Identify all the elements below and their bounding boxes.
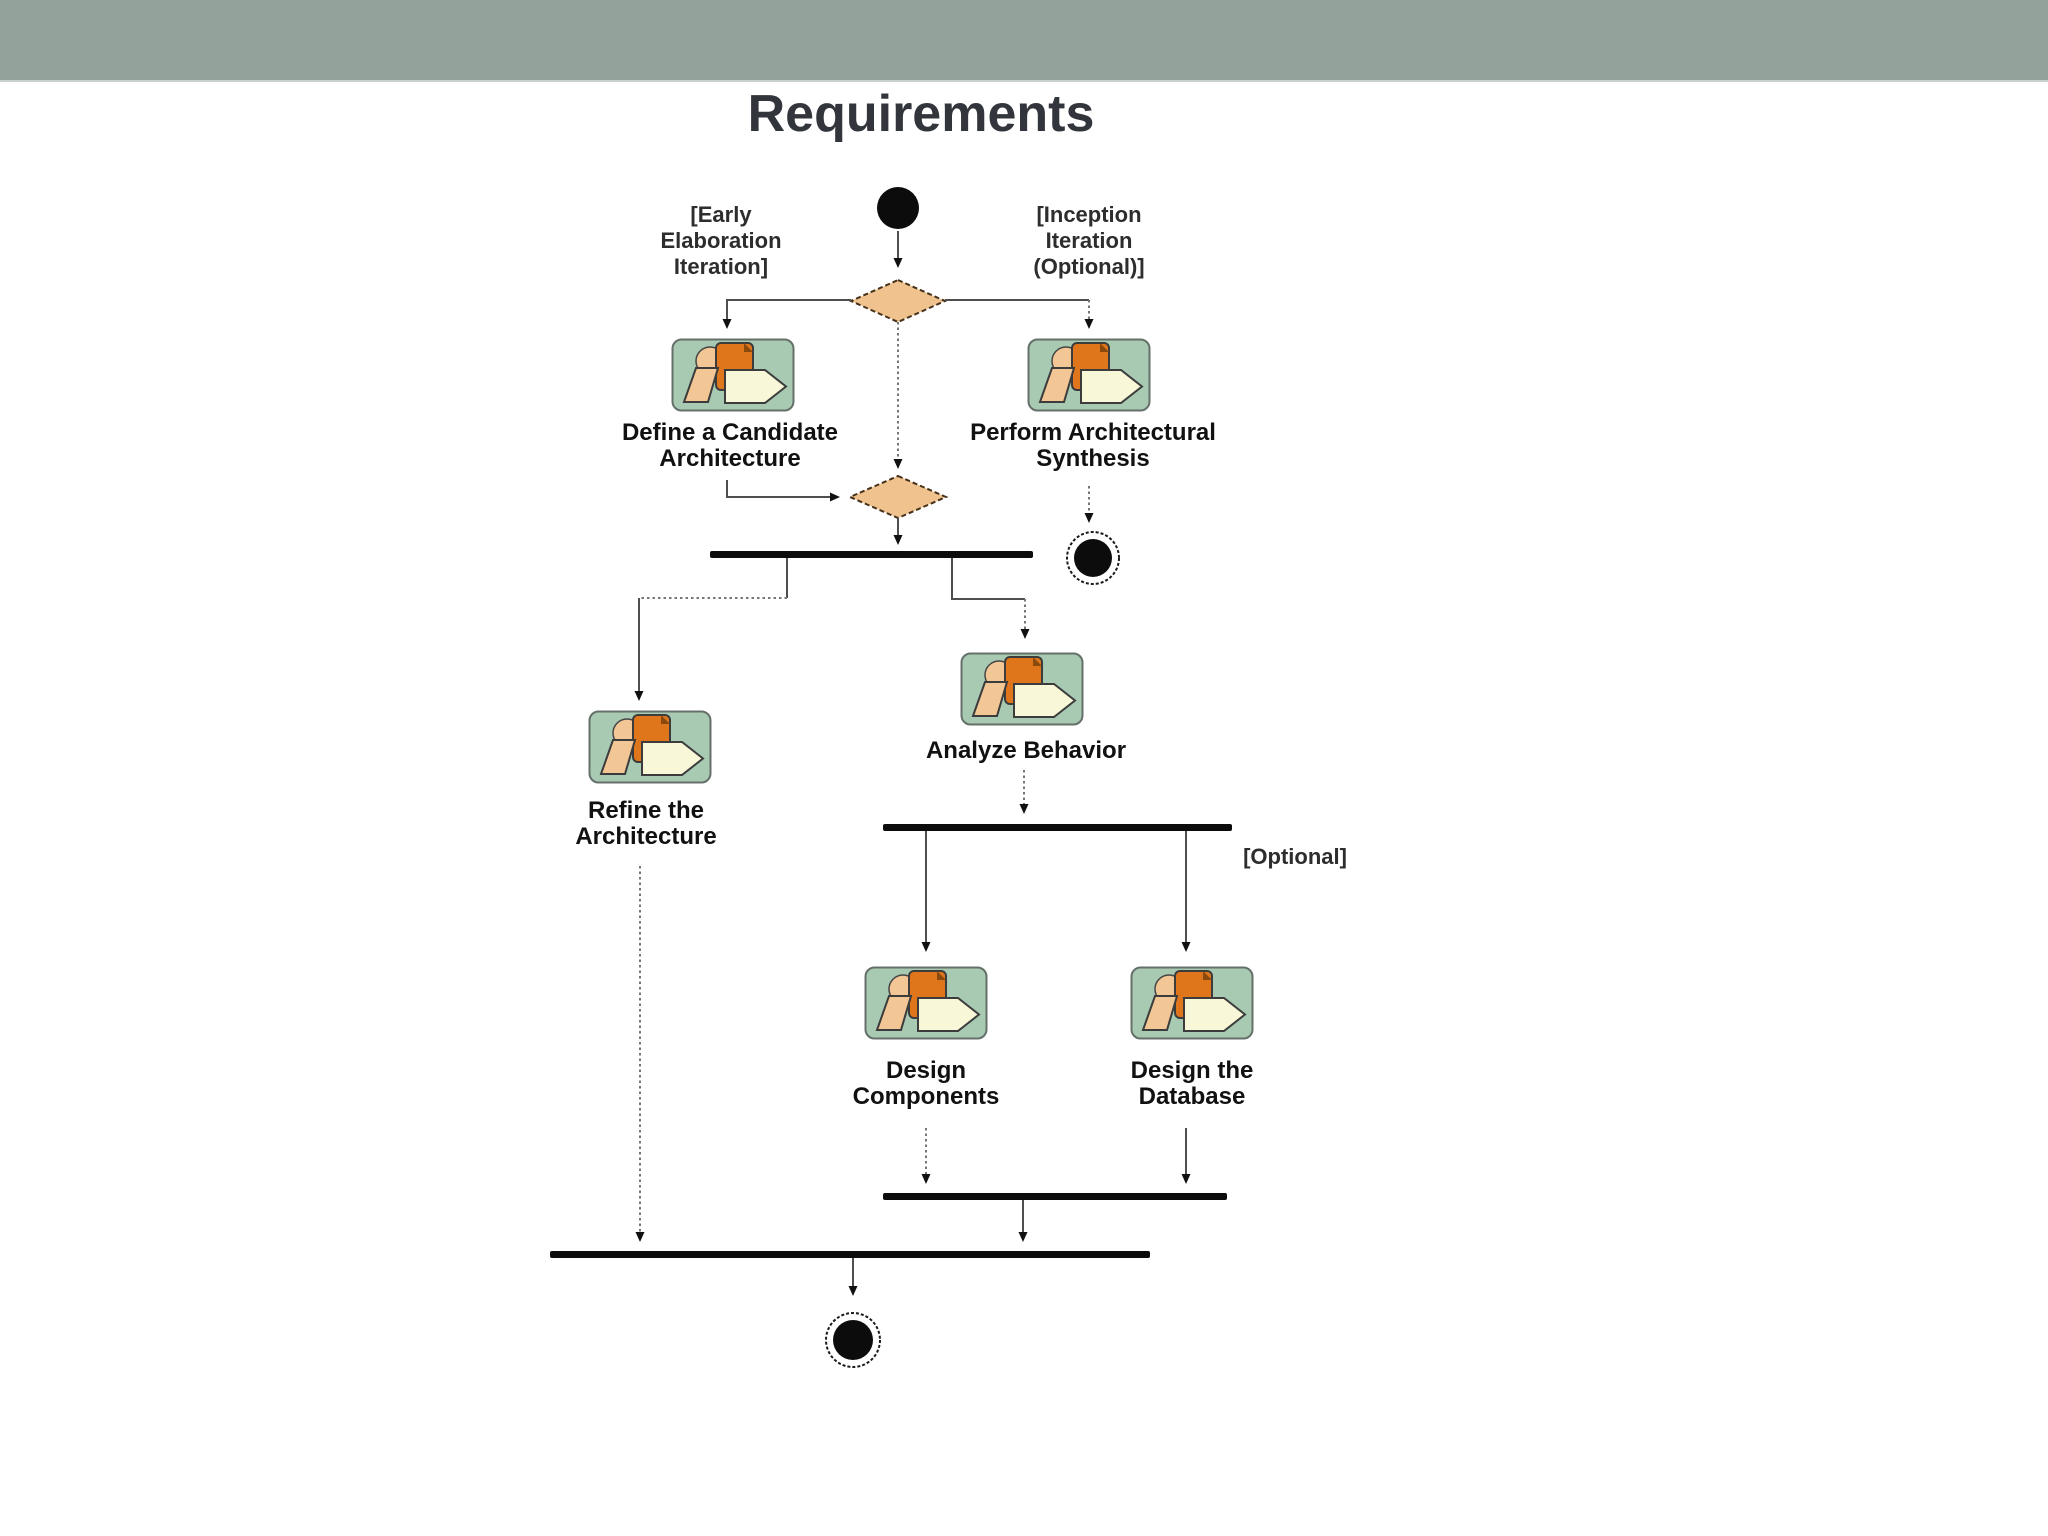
activity-label-analyze-behavior: Analyze Behavior	[925, 737, 1127, 764]
initial-node	[877, 187, 919, 229]
page-title: Requirements	[747, 85, 1095, 143]
activity-icon-design-the-database	[1130, 966, 1254, 1040]
connector-define-to-decision2	[726, 480, 840, 502]
fork-bar-2	[883, 824, 1232, 831]
activity-label-perform-architectural-synthesis: Perform Architectural Synthesis	[970, 419, 1216, 472]
activity-icon-analyze-behavior	[960, 652, 1084, 726]
activity-label-design-the-database: Design the Database	[1130, 1057, 1254, 1110]
guard-label-early-elaboration-iteration: [Early Elaboration Iteration]	[660, 202, 782, 279]
activity-final-node-2	[825, 1312, 881, 1368]
connector-fork1-right-elbow	[951, 558, 1025, 600]
join-bar-1	[883, 1193, 1227, 1200]
activity-label-design-components: Design Components	[852, 1057, 1000, 1110]
guard-label-inception-iteration-optional: [Inception Iteration (Optional)]	[1033, 202, 1145, 279]
activity-icon-design-components	[864, 966, 988, 1040]
activity-icon-perform-architectural-synthesis	[1027, 338, 1151, 412]
activity-icon-define-a-candidate-architecture	[671, 338, 795, 412]
activity-final-node-1	[1066, 531, 1120, 585]
decision-diamond-2	[847, 474, 949, 520]
slide-header-bar	[0, 0, 2048, 82]
fork-bar-1	[710, 551, 1033, 558]
decision-diamond-1	[848, 278, 948, 324]
guard-label-optional: [Optional]	[1243, 844, 1347, 869]
join-bar-2	[550, 1251, 1150, 1258]
activity-label-refine-the-architecture: Refine the Architecture	[575, 797, 717, 850]
activity-icon-refine-the-architecture	[588, 710, 712, 784]
connector-decision1-to-define	[722, 299, 851, 329]
activity-label-define-a-candidate-architecture: Define a Candidate Architecture	[621, 419, 839, 472]
